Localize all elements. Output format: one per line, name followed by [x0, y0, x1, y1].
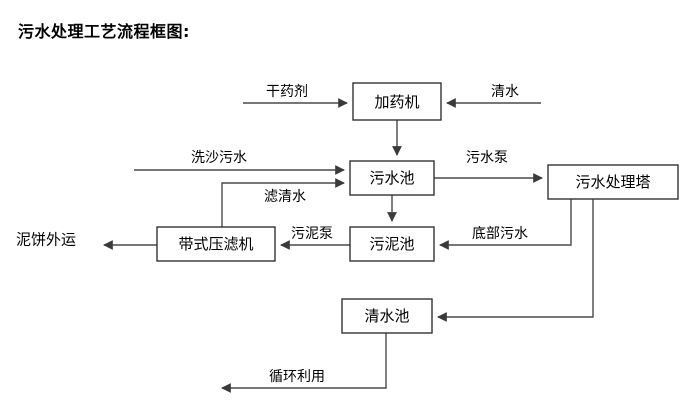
node-sewage-pool[interactable]: 污水池 — [349, 160, 435, 196]
node-dosing-machine[interactable]: 加药机 — [352, 82, 442, 121]
node-clear-water-pool-box[interactable] — [341, 298, 433, 334]
edge-label-sand-wash-sewage: 洗沙污水 — [191, 150, 247, 166]
node-clear-water-pool-label: 清水池 — [364, 307, 409, 325]
edge-belt-filter-press-to-sewage-pool — [221, 178, 345, 227]
edge-treatment-tower-to-sludge-pool — [439, 199, 572, 250]
node-sludge-pool[interactable]: 污泥池 — [349, 226, 435, 262]
edge-labels-layer: 干药剂 清水 洗沙污水 滤清水 污水泵 污泥泵 底部污水 循环利用 — [191, 84, 528, 385]
node-treatment-tower-box[interactable] — [547, 164, 679, 200]
edge-label-dry-reagent: 干药剂 — [266, 84, 308, 100]
edges-layer — [103, 98, 594, 393]
edge-label-sludge-pump: 污泥泵 — [291, 226, 333, 242]
node-clear-water-pool[interactable]: 清水池 — [341, 298, 433, 334]
node-dosing-machine-label: 加药机 — [374, 93, 419, 111]
edge-label-bottom-sewage: 底部污水 — [472, 226, 528, 242]
node-sewage-pool-box[interactable] — [349, 160, 435, 196]
node-belt-filter-press[interactable]: 带式压滤机 — [156, 226, 276, 262]
node-sludge-pool-label: 污泥池 — [369, 235, 414, 253]
node-treatment-tower[interactable]: 污水处理塔 — [547, 164, 679, 200]
node-dosing-machine-box[interactable] — [352, 82, 442, 121]
edge-label-recycle-use: 循环利用 — [269, 369, 325, 385]
node-treatment-tower-label: 污水处理塔 — [575, 173, 650, 191]
node-sewage-pool-label: 污水池 — [369, 169, 414, 187]
edge-label-clean-water: 清水 — [491, 84, 519, 100]
edge-label-filtered-clear-water: 滤清水 — [264, 189, 306, 205]
edge-clear-water-pool-recycle — [221, 333, 387, 393]
terminal-label-mud-cake-transport: 泥饼外运 — [16, 231, 76, 249]
node-belt-filter-press-label: 带式压滤机 — [178, 235, 253, 253]
terminal-labels-layer: 泥饼外运 — [16, 231, 76, 249]
node-belt-filter-press-box[interactable] — [156, 226, 276, 262]
page-title: 污水处理工艺流程框图: — [18, 22, 190, 41]
node-sludge-pool-box[interactable] — [349, 226, 435, 262]
nodes-layer: 加药机 污水池 污水处理塔 带式压滤机 污泥池 清水池 — [156, 82, 679, 334]
edge-treatment-tower-to-clear-water-pool — [437, 199, 594, 322]
edge-label-sewage-pump: 污水泵 — [466, 150, 508, 166]
